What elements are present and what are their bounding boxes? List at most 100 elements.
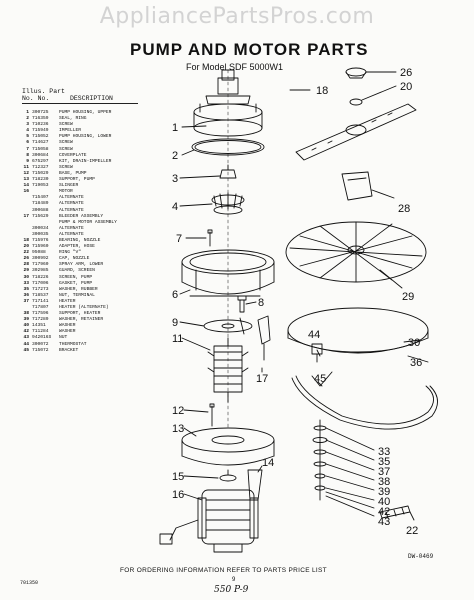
page-number: 9 xyxy=(232,577,236,583)
terminal-hardware xyxy=(312,419,328,501)
callout-16: 16 xyxy=(172,489,184,501)
parts-key: 13 xyxy=(23,177,29,183)
parts-key: 5 xyxy=(26,134,29,140)
callout-30: 30 xyxy=(408,337,420,349)
parts-desc: IMPELLER xyxy=(59,128,82,134)
leader-33 xyxy=(325,427,375,451)
header-underline xyxy=(22,103,138,104)
parts-desc: MOTOR xyxy=(59,189,73,195)
parts-desc: SLINGER xyxy=(59,183,79,189)
callout-45: 45 xyxy=(314,373,326,385)
parts-desc: GUARD, SCREEN xyxy=(59,268,95,274)
callout-29: 29 xyxy=(402,291,414,303)
parts-desc: SUPPORT, HEATER xyxy=(59,311,101,317)
model-subtitle: For Model SDF 5000W1 xyxy=(186,62,284,72)
parts-desc: KIT, DRAIN-IMPELLER xyxy=(59,158,112,164)
leader-28 xyxy=(371,189,395,199)
parts-key: 22 xyxy=(23,250,29,256)
parts-part: 714627 xyxy=(32,140,49,146)
parts-part: 300725 xyxy=(32,110,49,115)
parts-key: 26 xyxy=(23,256,29,262)
leader-38 xyxy=(325,463,375,481)
parts-part: 716359 xyxy=(32,116,49,122)
parts-key: 3 xyxy=(26,122,29,128)
parts-table-header: Illus. Part No. No. DESCRIPTION xyxy=(22,88,138,104)
callout-28: 28 xyxy=(398,203,410,215)
callout-2: 2 xyxy=(172,150,178,162)
parts-desc: COVERPLATE xyxy=(59,152,87,158)
parts-part: 95088 xyxy=(32,250,46,256)
parts-key: 44 xyxy=(23,341,29,347)
parts-key: 33 xyxy=(23,280,29,286)
parts-part: 710236 xyxy=(32,122,49,128)
leader-36 xyxy=(407,355,429,363)
parts-part: 718230 xyxy=(32,177,49,183)
parts-key: 30 xyxy=(23,274,29,280)
leader-15 xyxy=(183,475,219,479)
parts-desc: SCREW xyxy=(59,122,73,128)
parts-part: 300688 xyxy=(32,207,49,213)
parts-part: 715976 xyxy=(32,237,49,243)
parts-desc: SCREW xyxy=(59,140,73,146)
thermostat xyxy=(311,343,323,363)
parts-desc: HEATER xyxy=(59,298,76,304)
parts-desc: BRACKET xyxy=(59,347,79,353)
parts-key: 14 xyxy=(23,183,29,189)
parts-part: 718489 xyxy=(32,201,49,207)
parts-desc: ALTERNATE xyxy=(59,225,84,231)
handwritten-note: 550 P-9 xyxy=(214,585,249,595)
parts-desc: SCREW xyxy=(59,164,73,170)
callout-6: 6 xyxy=(172,289,178,301)
leader-14 xyxy=(257,465,263,473)
parts-desc: PUMP & MOTOR ASSEMBLY xyxy=(59,219,117,225)
parts-desc: WASHER xyxy=(59,323,76,329)
parts-desc: NUT xyxy=(59,335,68,341)
leader-2 xyxy=(181,149,195,156)
spray-arm-part-28 xyxy=(341,171,373,201)
parts-part: 719053 xyxy=(32,183,49,189)
parts-desc: HEATER (ALTERNATE) xyxy=(59,305,109,310)
parts-part: 711284 xyxy=(32,329,49,335)
leader-43 xyxy=(325,495,375,517)
callout-40: 40 xyxy=(378,496,390,508)
parts-part: 675297 xyxy=(32,158,49,164)
parts-desc: NUT, TERMINAL xyxy=(59,292,95,298)
drain-impeller-kit xyxy=(203,317,253,335)
leader-4 xyxy=(179,203,213,207)
parts-part: 717960 xyxy=(32,262,49,268)
parts-key: 4 xyxy=(26,128,29,134)
parts-part: 717006 xyxy=(32,280,49,286)
parts-desc: ADAPTER, HOSE xyxy=(59,244,95,250)
nozzle-cap xyxy=(345,67,367,79)
callout-4: 4 xyxy=(172,201,178,213)
parts-part: 715949 xyxy=(32,128,49,134)
parts-desc: BLEEDER ASSEMBLY xyxy=(59,213,104,219)
callout-37: 37 xyxy=(378,466,390,478)
parts-key: 42 xyxy=(23,329,29,335)
parts-desc: ALTERNATE xyxy=(59,231,84,237)
callout-7: 7 xyxy=(176,233,182,245)
parts-part: 715052 xyxy=(32,134,49,140)
callout-13: 13 xyxy=(172,423,184,435)
parts-part: 300684 xyxy=(32,152,49,158)
callout-14: 14 xyxy=(262,457,274,469)
callout-22: 22 xyxy=(406,525,418,537)
pump-support xyxy=(247,469,263,501)
parts-desc: THERMOSTAT xyxy=(59,341,87,347)
parts-desc: SEAL, RING xyxy=(59,116,87,122)
